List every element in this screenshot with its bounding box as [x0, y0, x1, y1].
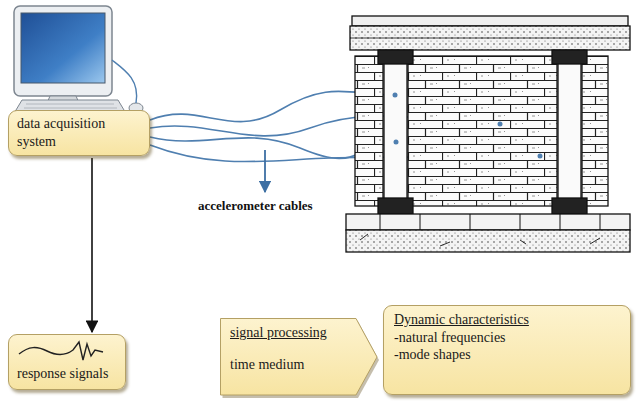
masonry-wall-illustration	[538, 154, 543, 159]
signal-box: response signals	[8, 334, 126, 390]
flow-arrow	[91, 158, 93, 332]
masonry-wall-illustration	[394, 140, 399, 145]
node-heading: data acquisition system	[17, 115, 141, 150]
masonry-wall-illustration	[352, 16, 628, 26]
masonry-wall-illustration	[384, 62, 407, 204]
callout-label: accelerometer cables	[196, 198, 315, 214]
computer-illustration	[21, 13, 105, 83]
node-text: -natural frequencies	[394, 329, 618, 347]
masonry-wall-illustration	[498, 122, 503, 127]
computer-illustration	[14, 6, 112, 96]
signal-trace	[17, 338, 107, 364]
signal-trace	[19, 342, 103, 360]
masonry-wall-illustration	[558, 62, 581, 204]
masonry-wall-illustration	[380, 214, 600, 230]
masonry-wall-illustration	[355, 56, 383, 206]
masonry-wall-illustration	[360, 234, 600, 246]
node-heading: signal processing	[230, 324, 348, 342]
masonry-wall-illustration	[350, 38, 630, 39]
masonry-wall-illustration	[552, 198, 587, 214]
node-heading: response signals	[17, 365, 119, 383]
arrow-outline	[221, 319, 378, 396]
computer-illustration	[112, 60, 137, 103]
node-text: time medium	[230, 356, 348, 374]
masonry-wall-illustration	[408, 56, 557, 206]
node-heading: Dynamic characteristics	[394, 311, 618, 329]
masonry-wall-illustration	[378, 198, 413, 214]
masonry-wall-illustration	[346, 214, 630, 230]
masonry-wall-illustration	[393, 93, 398, 98]
masonry-wall-illustration	[378, 50, 413, 64]
pointer-arrow	[264, 150, 266, 192]
system-box: data acquisition system	[8, 110, 150, 156]
node-text: -mode shapes	[394, 346, 618, 364]
masonry-wall-illustration	[582, 56, 608, 206]
masonry-wall-illustration	[346, 16, 630, 252]
masonry-wall-illustration	[346, 230, 630, 252]
result-box: Dynamic characteristics-natural frequenc…	[383, 305, 631, 395]
masonry-wall-illustration	[350, 26, 630, 50]
computer-illustration	[10, 6, 143, 120]
process-arrow: signal processing time medium	[220, 318, 378, 396]
masonry-wall-illustration	[552, 50, 587, 64]
